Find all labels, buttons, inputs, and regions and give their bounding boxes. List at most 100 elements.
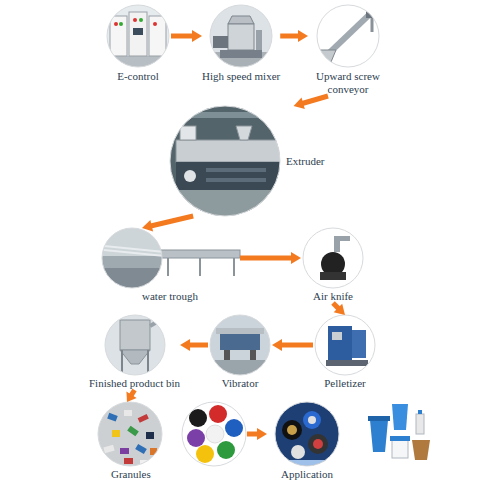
arrow-shaft (171, 34, 193, 39)
step-label: Granules (97, 468, 151, 481)
process-node: water trough (100, 228, 240, 303)
arrow-shaft (131, 390, 135, 396)
products-photo (418, 410, 422, 414)
vibrator-photo (208, 313, 274, 377)
photo-rim (98, 402, 162, 466)
e-control-photo (100, 0, 180, 80)
granules-photo (196, 445, 214, 463)
products-photo (370, 420, 388, 452)
flakes-photo (146, 432, 154, 439)
arrow-head (294, 97, 305, 109)
cables-photo (313, 439, 323, 449)
photo-rim (210, 315, 270, 375)
arrow-shaft (247, 432, 258, 437)
step-label: Vibrator (222, 377, 259, 390)
flakes-photo (96, 400, 164, 468)
extruder-photo (180, 126, 196, 140)
water-trough-photo (100, 226, 240, 290)
arrow-head (291, 252, 301, 264)
process-node: Pelletizer (313, 315, 377, 390)
photo-area (313, 315, 377, 375)
e-control-photo (110, 16, 127, 56)
pelletizer-photo (326, 360, 368, 366)
products-photo (368, 404, 430, 460)
water-trough-photo (167, 258, 169, 276)
e-control-photo (119, 22, 123, 26)
process-node: Air knife (301, 228, 365, 303)
flakes-photo (127, 426, 139, 437)
conveyor-photo (371, 18, 374, 32)
pelletizer-photo (312, 313, 378, 377)
process-node: Application (267, 402, 437, 481)
water-trough-photo (160, 250, 240, 258)
cables-photo (272, 460, 342, 468)
vibrator-photo (224, 350, 230, 360)
process-node: High speed mixer (202, 4, 280, 83)
mixer-photo (220, 50, 262, 58)
photo-rim (182, 402, 246, 466)
arrow-head (298, 30, 308, 42)
pelletizer-photo (312, 313, 378, 377)
granules-photo (209, 405, 227, 423)
process-node: Extruder (170, 106, 324, 216)
extruder-photo (176, 112, 276, 118)
water-trough-photo (160, 238, 240, 278)
granules-photo (217, 441, 235, 459)
water-trough-photo (100, 268, 164, 290)
e-control-photo (100, 0, 180, 80)
product-bin-photo (120, 320, 150, 350)
flakes-photo (107, 413, 118, 422)
flakes-photo (150, 448, 157, 455)
flakes-photo (112, 430, 120, 437)
e-control-photo (133, 18, 137, 22)
process-node: Finished product bin (89, 315, 180, 390)
photo-area (315, 4, 381, 68)
step-label: High speed mixer (202, 70, 280, 83)
cables-photo (308, 416, 316, 424)
product-bin-photo (121, 350, 123, 372)
photo-area (103, 315, 167, 375)
flow-arrow (142, 216, 193, 232)
pelletizer-photo (352, 330, 366, 358)
flow-arrow (126, 390, 136, 402)
extruder-photo (165, 100, 285, 220)
extruder-photo (236, 126, 252, 140)
water-trough-photo (233, 258, 235, 276)
arrow-shaft (189, 343, 208, 348)
photo-area (208, 315, 272, 375)
mixer-photo (205, 0, 280, 80)
products-photo (416, 414, 424, 434)
flow-arrow (294, 96, 328, 109)
flakes-photo (120, 448, 129, 454)
extruder-photo (176, 140, 282, 162)
flow-arrow (247, 428, 267, 440)
granules-photo (180, 400, 248, 468)
arrow-head (126, 392, 136, 402)
air-knife-photo (320, 272, 346, 280)
e-control-photo (133, 28, 143, 35)
water-trough-photo (199, 258, 201, 276)
flakes-photo (138, 414, 149, 423)
conveyor-photo (366, 9, 376, 18)
product-bin-photo (147, 350, 149, 372)
vibrator-photo (208, 313, 274, 377)
air-knife-photo (300, 226, 366, 290)
pelletizer-photo (332, 332, 342, 340)
conveyor-photo (318, 50, 336, 62)
water-trough-photo (104, 250, 164, 256)
step-label: Pelletizer (324, 377, 366, 390)
arrow-shaft (151, 216, 193, 226)
flakes-photo (124, 410, 132, 416)
photo-rim (170, 106, 280, 216)
process-node: E-control (105, 4, 171, 83)
flakes-photo (135, 444, 147, 454)
photo-rim (107, 5, 169, 67)
arrow-shaft (333, 303, 339, 309)
e-control-photo (129, 12, 147, 56)
extruder-photo (206, 178, 266, 182)
product-bin-photo (103, 313, 169, 377)
mixer-photo (228, 24, 254, 50)
cables-photo (303, 411, 321, 429)
